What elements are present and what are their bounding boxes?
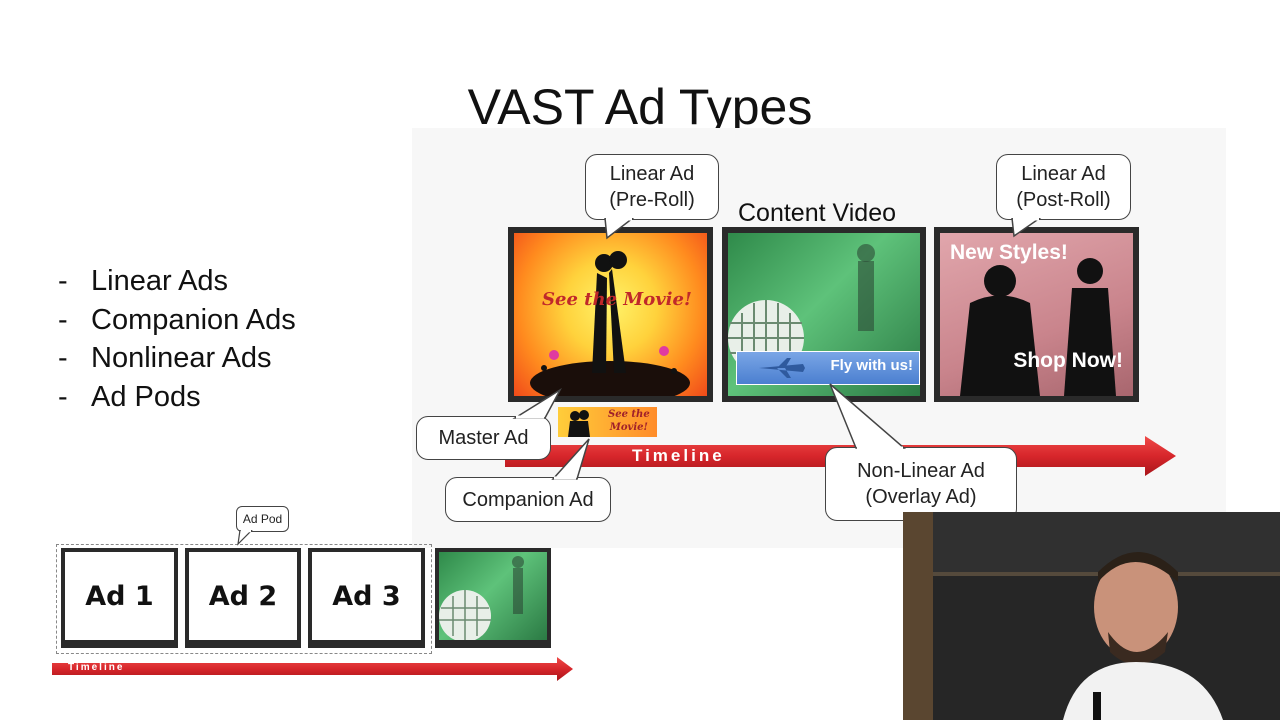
overlay-ad-text: Fly with us! <box>830 357 914 374</box>
bullet-text: Nonlinear Ads <box>91 342 272 374</box>
callout-postroll: Linear Ad (Post-Roll) <box>996 154 1131 220</box>
preroll-ad-frame: See the Movie! <box>508 227 713 402</box>
bullet-text: Linear Ads <box>91 265 229 297</box>
bullet-list: -Linear Ads -Companion Ads -Nonlinear Ad… <box>58 262 296 416</box>
speaker-video <box>903 512 1280 720</box>
pod-timeline-label: Timeline <box>68 662 125 673</box>
ad-box-1: Ad 1 <box>61 548 178 648</box>
postroll-ad-text-top: New Styles! <box>950 241 1068 264</box>
companion-ad-text: See the Movie! <box>608 409 650 433</box>
bullet-item: -Ad Pods <box>58 380 201 413</box>
callout-companion-ad: Companion Ad <box>445 477 611 522</box>
callout-ad-pod: Ad Pod <box>236 506 289 532</box>
bullet-text: Companion Ads <box>91 303 296 336</box>
companion-ad-thumbnail: See the Movie! <box>558 407 657 437</box>
fashion-silhouette-icon <box>960 258 1116 396</box>
ad-box-3: Ad 3 <box>308 548 425 648</box>
pod-timeline-arrow <box>52 657 573 681</box>
bullet-text: Ad Pods <box>91 380 201 413</box>
callout-master-ad: Master Ad <box>416 416 551 460</box>
preroll-ad-text: See the Movie! <box>542 289 692 310</box>
pod-content-video-frame <box>435 548 551 648</box>
slide-title: VAST Ad Types <box>467 79 813 135</box>
couple-silhouette-icon <box>530 251 690 396</box>
callout-postroll-tail <box>1011 218 1042 238</box>
callout-preroll-tail <box>604 218 635 240</box>
bullet-item: -Companion Ads <box>58 303 296 336</box>
ad-box-1-label: Ad 1 <box>65 552 174 640</box>
postroll-ad-text-bottom: Shop Now! <box>1013 349 1123 372</box>
airplane-icon <box>759 358 805 378</box>
ad-pod-outline <box>56 544 432 654</box>
couple-small-icon <box>568 410 590 437</box>
bullet-item: -Linear Ads <box>58 265 229 297</box>
ad-box-3-label: Ad 3 <box>312 552 421 640</box>
callout-master-ad-tail <box>512 388 562 419</box>
callout-nonlinear-ad-tail <box>829 383 907 450</box>
main-timeline-label: Timeline <box>632 446 725 465</box>
overlay-ad-banner: Fly with us! <box>736 351 920 385</box>
bullet-item: -Nonlinear Ads <box>58 342 272 374</box>
ad-box-2: Ad 2 <box>185 548 301 648</box>
callout-ad-pod-tail <box>237 530 253 546</box>
speaker-image <box>903 512 1280 720</box>
callout-preroll: Linear Ad (Pre-Roll) <box>585 154 719 220</box>
postroll-ad-frame: New Styles! Shop Now! <box>934 227 1139 402</box>
content-video-label: Content Video <box>738 199 896 227</box>
ad-box-2-label: Ad 2 <box>189 552 297 640</box>
globe-small-icon <box>439 556 524 640</box>
callout-companion-ad-tail <box>551 438 590 480</box>
content-video-frame: Fly with us! <box>722 227 926 402</box>
callout-nonlinear-ad: Non-Linear Ad (Overlay Ad) <box>825 447 1017 521</box>
